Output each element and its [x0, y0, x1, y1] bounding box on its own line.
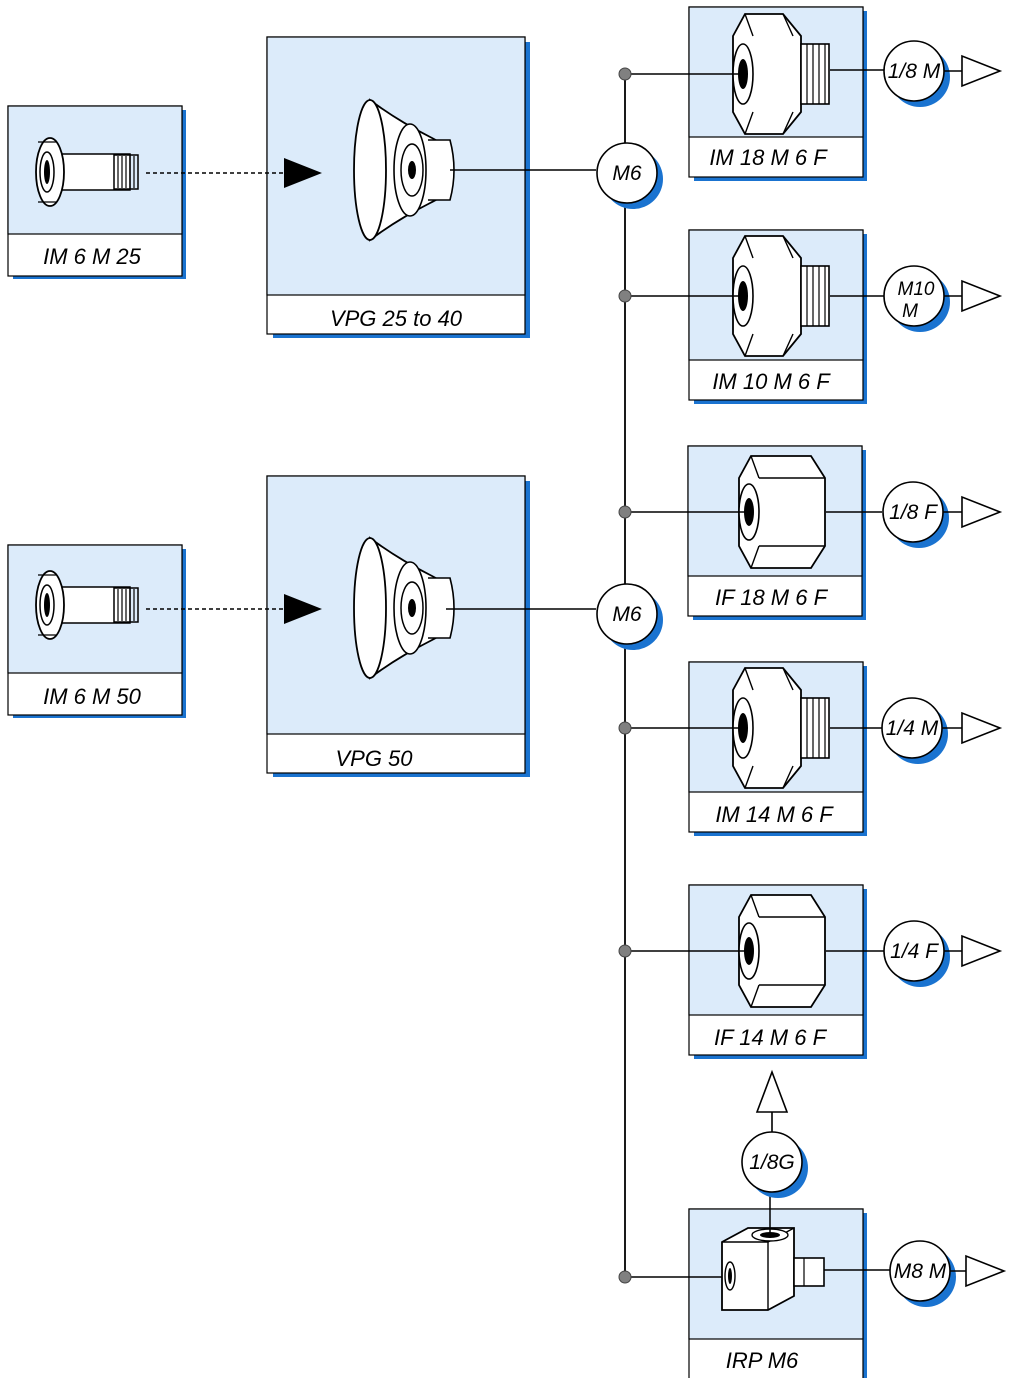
m6-circle-top: M6	[596, 142, 663, 209]
im6m50-box: IM 6 M 50	[7, 544, 186, 718]
if14-label: IF 14 M 6 F	[714, 1025, 828, 1050]
vpg50-box: VPG 50	[266, 475, 530, 777]
im6m25-box: IM 6 M 25	[7, 105, 186, 279]
c14f-label: 1/4 F	[890, 940, 939, 963]
m6-bottom-label: M6	[612, 603, 641, 626]
im18-label: IM 18 M 6 F	[709, 145, 828, 170]
if18-box: IF 18 M 6 F	[687, 445, 866, 620]
outlet-arrow-icon-up	[755, 1069, 789, 1132]
junction-dots	[618, 67, 632, 1284]
outlet-lines	[769, 69, 890, 1271]
c18f-label: 1/8 F	[889, 501, 938, 524]
outlet-arrow-icon	[944, 934, 1003, 968]
c10m-label-line1: M10	[898, 279, 935, 300]
branch-lines	[625, 73, 752, 1278]
im10-label: IM 10 M 6 F	[712, 369, 831, 394]
c18f-circle: 1/8 F	[882, 481, 949, 548]
irp-box: IRP M6	[688, 1208, 867, 1378]
outlet-arrow-icon	[944, 54, 1003, 88]
m6-top-label: M6	[612, 162, 641, 185]
outlet-arrow-icon	[942, 711, 1003, 745]
c18g-label: 1/8G	[749, 1151, 795, 1174]
im10-box: IM 10 M 6 F	[688, 229, 867, 404]
outlet-arrow-icon	[943, 495, 1003, 529]
im6m25-label: IM 6 M 25	[43, 244, 142, 269]
im14-label: IM 14 M 6 F	[715, 802, 834, 827]
if18-label: IF 18 M 6 F	[715, 585, 829, 610]
c14f-circle: 1/4 F	[883, 920, 950, 987]
c14m-label: 1/4 M	[886, 717, 939, 740]
m6-circle-bottom: M6	[596, 583, 663, 650]
if14-box: IF 14 M 6 F	[688, 884, 867, 1059]
vpg2540-box: VPG 25 to 40	[266, 36, 530, 338]
irp-label: IRP M6	[726, 1348, 799, 1373]
vpg2540-label: VPG 25 to 40	[330, 306, 463, 331]
outlet-arrow-icon	[950, 1254, 1007, 1288]
insert-arrow-top	[146, 158, 322, 188]
c8m-label: M8 M	[894, 1260, 947, 1283]
c14m-circle: 1/4 M	[881, 697, 948, 764]
c8m-circle: M8 M	[889, 1240, 956, 1307]
c18m-label: 1/8 M	[888, 60, 941, 83]
c18m-circle: 1/8 M	[883, 40, 950, 107]
im18-box: IM 18 M 6 F	[688, 6, 867, 181]
c10m-circle: M10 M	[883, 265, 950, 332]
c18g-circle: 1/8G	[741, 1131, 808, 1198]
c10m-label-line2: M	[902, 301, 918, 322]
im6m50-label: IM 6 M 50	[43, 684, 142, 709]
insert-arrow-bottom	[146, 594, 322, 624]
vpg50-label: VPG 50	[335, 746, 413, 771]
outlet-arrow-icon	[944, 279, 1003, 313]
im14-box: IM 14 M 6 F	[688, 661, 867, 836]
